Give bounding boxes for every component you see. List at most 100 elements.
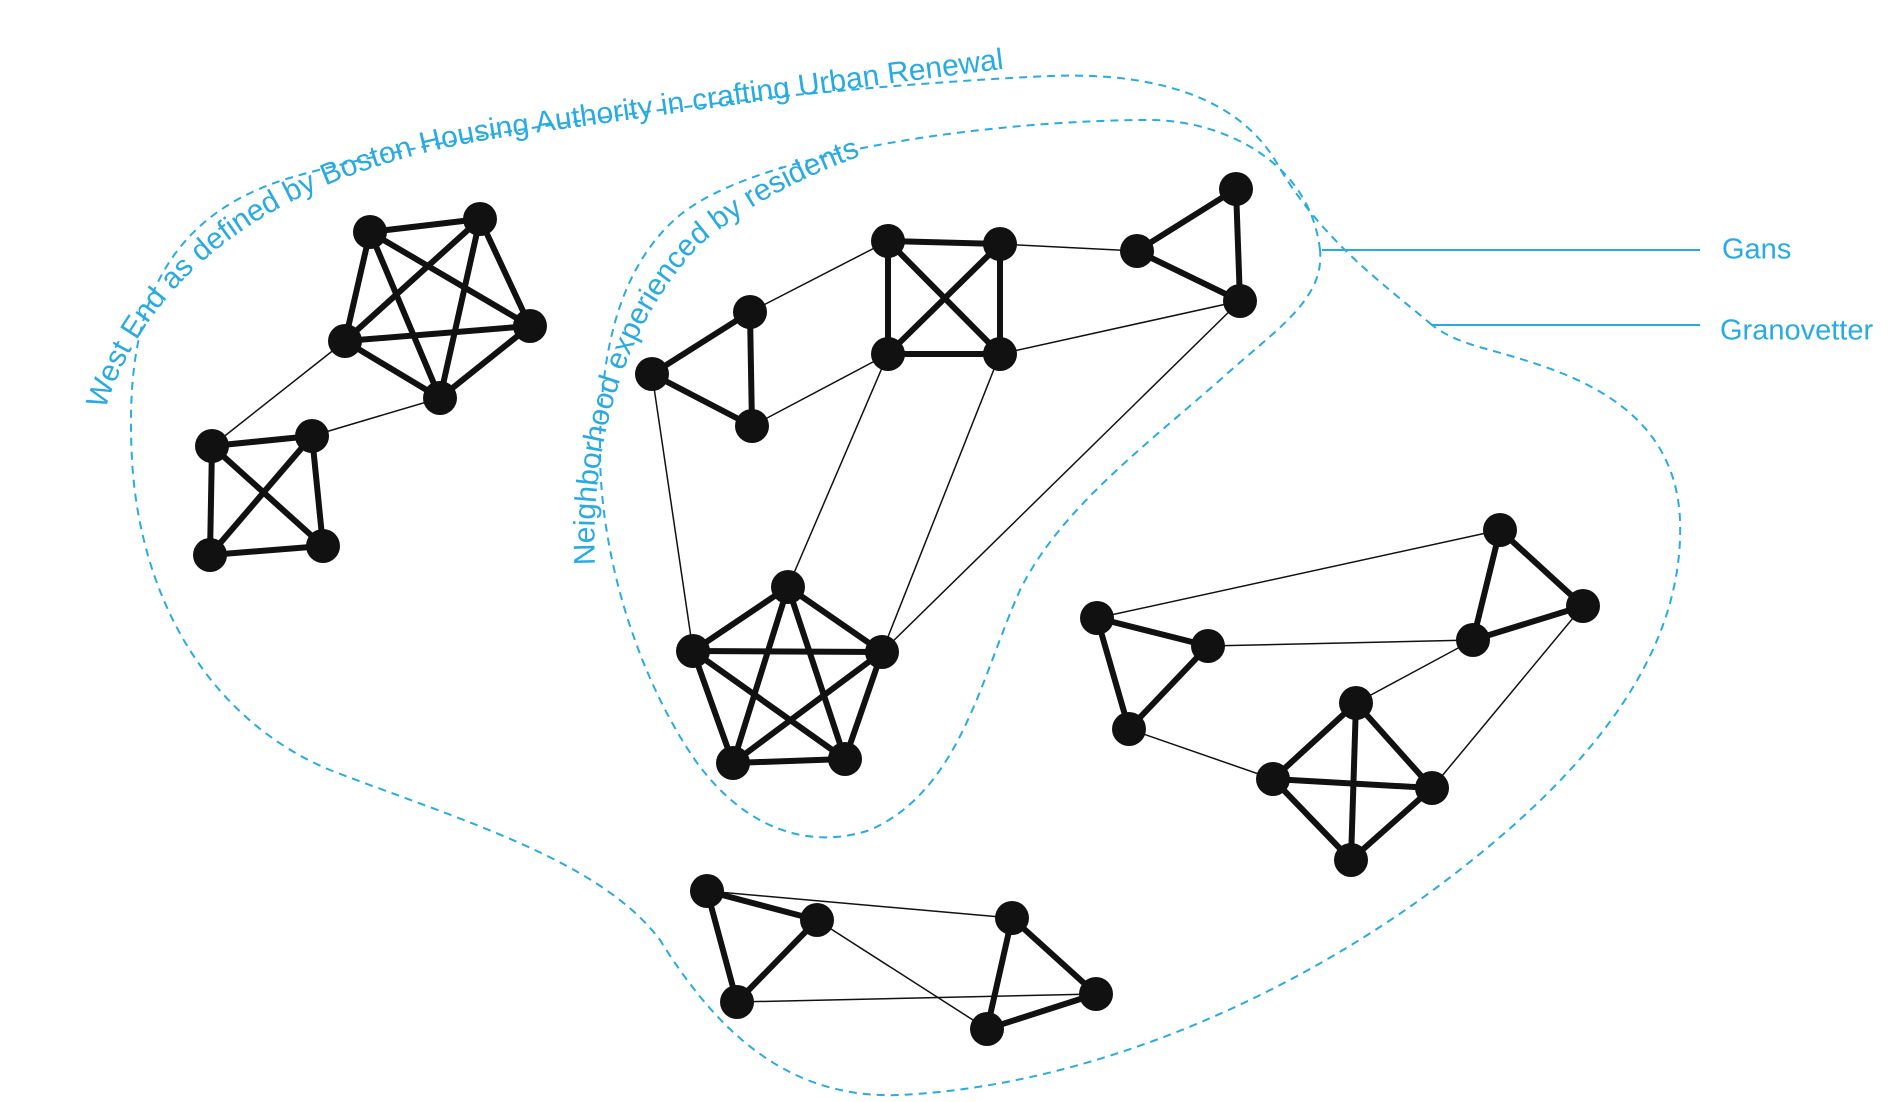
person-node-c1: [871, 224, 905, 258]
weak-tie-j3-k2: [736, 993, 1097, 1003]
person-node-k1: [995, 901, 1029, 935]
weak-tie-h3-i1: [1355, 639, 1474, 704]
strong-tie-a5-a1: [342, 229, 373, 344]
person-node-b1: [195, 429, 229, 463]
weak-tie-c2-d3: [999, 243, 1138, 252]
person-node-h2: [1566, 589, 1600, 623]
strong-tie-k1-k2: [1009, 915, 1099, 997]
strong-tie-f1-f2: [785, 584, 885, 655]
weak-tie-g3-i4: [1128, 728, 1274, 780]
weak-tie-g2-h3: [1207, 639, 1474, 647]
inner-boundary-label: Neighborhood experienced by residents: [568, 132, 863, 566]
strong-tie-f4-f5: [690, 648, 736, 766]
person-node-j1: [690, 874, 724, 908]
strong-tie-i1-i2: [1353, 700, 1435, 791]
person-node-h1: [1483, 513, 1517, 547]
person-node-g1: [1080, 601, 1114, 635]
strong-tie-c2-c3: [885, 241, 1003, 357]
person-node-b4: [193, 538, 227, 572]
strong-tie-a2-a5: [342, 216, 483, 344]
strong-tie-a4-a5: [342, 338, 443, 401]
person-node-f4: [716, 746, 750, 780]
strong-tie-b2-b3: [309, 433, 326, 549]
strong-tie-j3-j1: [704, 888, 740, 1005]
person-node-c3: [871, 337, 905, 371]
person-node-i2: [1415, 771, 1449, 805]
weak-tie-c3-f1: [787, 353, 889, 588]
strong-tie-f2-f5: [690, 648, 885, 655]
strong-tie-a3-a4: [437, 323, 533, 401]
person-node-k2: [1079, 977, 1113, 1011]
strong-tie-e2-e3: [649, 371, 755, 429]
weak-tie-a5-b1: [211, 340, 346, 447]
person-node-i1: [1339, 686, 1373, 720]
person-node-a1: [353, 215, 387, 249]
strong-tie-f3-f5: [690, 648, 848, 762]
strong-tie-b2-b4: [207, 433, 315, 558]
weak-tie-h2-i2: [1431, 605, 1584, 789]
neighborhood-boundary-outline: [598, 118, 1322, 839]
weak-tie-e1-c1: [749, 240, 889, 313]
strong-tie-e1-e3: [747, 309, 755, 429]
person-node-a3: [513, 309, 547, 343]
weak-tie-j2-k3: [816, 919, 988, 1030]
strong-tie-j2-j3: [734, 917, 820, 1005]
strong-tie-i4-i1: [1270, 700, 1359, 782]
strong-tie-g3-g1: [1094, 615, 1132, 732]
weak-tie-d2-f2: [881, 300, 1241, 653]
strong-tie-c1-c2: [885, 238, 1003, 247]
weak-tie-g1-h1: [1096, 529, 1501, 619]
person-node-f1: [771, 570, 805, 604]
person-node-h3: [1456, 623, 1490, 657]
strong-tie-g1-g2: [1094, 615, 1211, 649]
strong-tie-a1-a3: [367, 229, 533, 329]
strong-tie-a1-a4: [367, 229, 443, 401]
strong-tie-h3-h1: [1470, 527, 1503, 643]
person-node-i3: [1334, 843, 1368, 877]
person-node-a2: [463, 202, 497, 236]
west-end-boundary-outline: [129, 74, 1682, 1097]
strong-tie-k2-k3: [984, 991, 1099, 1032]
strong-tie-b3-b4: [207, 543, 326, 558]
person-node-k3: [970, 1012, 1004, 1046]
person-node-b2: [295, 419, 329, 453]
person-node-i4: [1256, 762, 1290, 796]
strong-tie-a3-a5: [342, 323, 533, 344]
weak-tie-a4-b2: [311, 397, 441, 437]
strong-tie-f5-f1: [690, 584, 791, 654]
person-node-a5: [328, 324, 362, 358]
person-node-f5: [676, 634, 710, 668]
strong-tie-h1-h2: [1497, 527, 1586, 609]
weak-tie-c4-f2: [881, 353, 1001, 653]
network-nodes-layer: [193, 172, 1600, 1046]
strong-tie-k3-k1: [984, 915, 1015, 1032]
strong-tie-j1-j2: [704, 888, 820, 923]
strong-tie-d1-d2: [1233, 186, 1243, 304]
gans-label: Gans: [1722, 234, 1791, 266]
person-node-g2: [1191, 629, 1225, 663]
person-node-b3: [306, 529, 340, 563]
strong-tie-f3-f4: [730, 756, 848, 766]
person-node-g3: [1112, 712, 1146, 746]
person-node-j3: [720, 985, 754, 1019]
strong-tie-f1-f4: [730, 584, 791, 766]
person-node-c4: [983, 337, 1017, 371]
strong-tie-i2-i3: [1348, 785, 1435, 863]
person-node-e3: [735, 409, 769, 443]
person-node-f2: [865, 635, 899, 669]
strong-tie-g2-g3: [1126, 643, 1211, 732]
person-node-e1: [733, 295, 767, 329]
weak-tie-c4-d2: [999, 300, 1241, 355]
strong-tie-i3-i4: [1270, 776, 1354, 863]
strong-tie-e1-e2: [649, 309, 753, 377]
strong-tie-f2-f4: [730, 649, 885, 766]
person-node-d1: [1219, 172, 1253, 206]
person-node-f3: [828, 742, 862, 776]
strong-tie-i2-i4: [1270, 776, 1435, 791]
person-node-c2: [983, 227, 1017, 261]
strong-tie-h2-h3: [1470, 603, 1586, 643]
weak-tie-e3-c3: [751, 353, 889, 427]
strong-tie-f2-f3: [842, 649, 885, 762]
weak-ties-layer: [211, 240, 1584, 1030]
